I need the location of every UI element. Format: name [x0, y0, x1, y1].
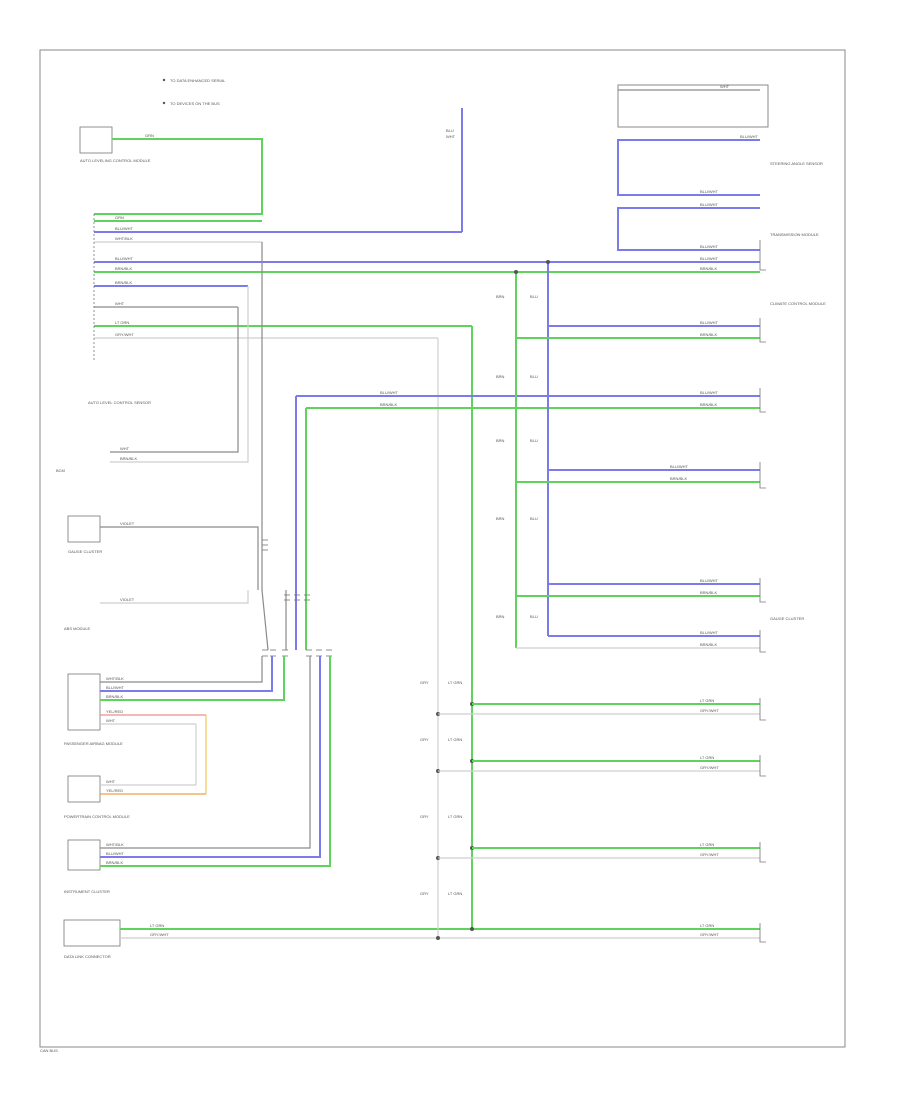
svg-text:GRY/WHT: GRY/WHT: [115, 332, 134, 337]
svg-text:BRN/BLK: BRN/BLK: [380, 402, 397, 407]
svg-text:BRN: BRN: [496, 294, 505, 299]
component-label: GAUGE CLUSTER: [770, 616, 804, 621]
svg-text:GRN: GRN: [145, 133, 154, 138]
svg-text:LT GRN: LT GRN: [700, 842, 714, 847]
svg-text:BRN/BLK: BRN/BLK: [700, 642, 717, 647]
svg-text:BRN/BLK: BRN/BLK: [700, 402, 717, 407]
svg-text:YEL/RED: YEL/RED: [106, 788, 123, 793]
component-label: ABS MODULE: [64, 626, 91, 631]
component-label: AUTO LEVELING CONTROL MODULE: [80, 158, 151, 163]
svg-text:WHT: WHT: [120, 446, 130, 451]
svg-text:BLU/WHT: BLU/WHT: [700, 630, 719, 635]
svg-text:BLU: BLU: [530, 614, 538, 619]
svg-text:BLU/WHT: BLU/WHT: [700, 256, 719, 261]
svg-text:BLU/WHT: BLU/WHT: [740, 134, 759, 139]
svg-text:LT GRN: LT GRN: [700, 755, 714, 760]
svg-text:BRN/BLK: BRN/BLK: [115, 280, 132, 285]
svg-text:LT GRN: LT GRN: [700, 698, 714, 703]
svg-text:GRY/WHT: GRY/WHT: [700, 852, 719, 857]
svg-text:BLU/WHT: BLU/WHT: [115, 226, 134, 231]
page-ref: CAN BUS: [40, 1048, 58, 1053]
svg-text:WHT: WHT: [446, 134, 456, 139]
svg-text:WHT/BLK: WHT/BLK: [106, 842, 124, 847]
svg-text:LT GRN: LT GRN: [448, 680, 462, 685]
svg-text:BLU/WHT: BLU/WHT: [700, 578, 719, 583]
component-label: CLIMATE CONTROL MODULE: [770, 301, 826, 306]
svg-text:LT GRN: LT GRN: [700, 923, 714, 928]
svg-text:BLU: BLU: [530, 374, 538, 379]
svg-text:GRY/WHT: GRY/WHT: [150, 932, 169, 937]
svg-text:BLU/WHT: BLU/WHT: [115, 256, 134, 261]
component-label: GAUGE CLUSTER: [68, 549, 102, 554]
svg-text:BLU/WHT: BLU/WHT: [700, 390, 719, 395]
svg-text:BRN/BLK: BRN/BLK: [115, 266, 132, 271]
component-label: INSTRUMENT CLUSTER: [64, 889, 110, 894]
svg-text:GRY/WHT: GRY/WHT: [700, 765, 719, 770]
svg-text:WHT: WHT: [106, 779, 116, 784]
svg-text:WHT: WHT: [115, 301, 125, 306]
svg-text:LT GRN: LT GRN: [115, 320, 129, 325]
svg-text:LT GRN: LT GRN: [448, 737, 462, 742]
svg-text:GRY: GRY: [420, 680, 429, 685]
svg-text:BRN/BLK: BRN/BLK: [670, 476, 687, 481]
svg-text:LT GRN: LT GRN: [448, 891, 462, 896]
svg-text:BRN/BLK: BRN/BLK: [106, 694, 123, 699]
legend-item: TO DEVICES ON THE BUS: [170, 101, 220, 106]
svg-text:BLU/WHT: BLU/WHT: [106, 685, 125, 690]
diagram-frame: [39, 49, 846, 1048]
svg-text:BLU/WHT: BLU/WHT: [670, 464, 689, 469]
svg-text:BLU/WHT: BLU/WHT: [700, 244, 719, 249]
svg-text:BLU: BLU: [530, 438, 538, 443]
svg-text:GRY/WHT: GRY/WHT: [700, 932, 719, 937]
component-label: PASSENGER AIRBAG MODULE: [64, 741, 123, 746]
svg-text:BLU/WHT: BLU/WHT: [700, 202, 719, 207]
svg-text:BLU/WHT: BLU/WHT: [106, 851, 125, 856]
svg-text:LT GRN: LT GRN: [448, 814, 462, 819]
svg-text:VIOLET: VIOLET: [120, 521, 135, 526]
svg-text:BRN: BRN: [496, 516, 505, 521]
component-label: DATA LINK CONNECTOR: [64, 954, 111, 959]
svg-text:GRY/WHT: GRY/WHT: [700, 708, 719, 713]
svg-text:GRY: GRY: [420, 814, 429, 819]
svg-text:WHT: WHT: [720, 84, 730, 89]
legend: TO DATA ENHANCED SERIAL TO DEVICES ON TH…: [162, 78, 226, 106]
svg-text:BLU: BLU: [530, 294, 538, 299]
svg-text:LT GRN: LT GRN: [150, 923, 164, 928]
legend-item: TO DATA ENHANCED SERIAL: [170, 78, 226, 83]
svg-text:BRN: BRN: [496, 438, 505, 443]
component-label: STEERING ANGLE SENSOR: [770, 161, 823, 166]
component-label: BCM: [56, 468, 65, 473]
svg-text:YEL/RED: YEL/RED: [106, 709, 123, 714]
component-label: AUTO LEVEL CONTROL SENSOR: [88, 400, 151, 405]
svg-text:BRN: BRN: [496, 374, 505, 379]
svg-text:BRN/BLK: BRN/BLK: [700, 590, 717, 595]
svg-text:BLU: BLU: [446, 128, 454, 133]
svg-text:GRN: GRN: [115, 215, 124, 220]
svg-text:BRN/BLK: BRN/BLK: [106, 860, 123, 865]
svg-text:BRN/BLK: BRN/BLK: [120, 456, 137, 461]
svg-text:GRY: GRY: [420, 737, 429, 742]
svg-text:BRN: BRN: [496, 614, 505, 619]
svg-text:WHT/BLK: WHT/BLK: [106, 676, 124, 681]
svg-text:VIOLET: VIOLET: [120, 597, 135, 602]
svg-text:WHT: WHT: [106, 718, 116, 723]
svg-text:GRY: GRY: [420, 891, 429, 896]
svg-text:BLU/WHT: BLU/WHT: [700, 320, 719, 325]
component-label: POWERTRAIN CONTROL MODULE: [64, 814, 130, 819]
svg-text:BRN/BLK: BRN/BLK: [700, 332, 717, 337]
svg-text:BLU/WHT: BLU/WHT: [700, 189, 719, 194]
component-label: TRANSMISSION MODULE: [770, 232, 819, 237]
svg-text:BRN/BLK: BRN/BLK: [700, 266, 717, 271]
svg-text:BLU: BLU: [530, 516, 538, 521]
svg-text:WHT/BLK: WHT/BLK: [115, 236, 133, 241]
component-box: [79, 126, 113, 154]
svg-text:BLU/WHT: BLU/WHT: [380, 390, 399, 395]
splice-group: [261, 396, 307, 651]
